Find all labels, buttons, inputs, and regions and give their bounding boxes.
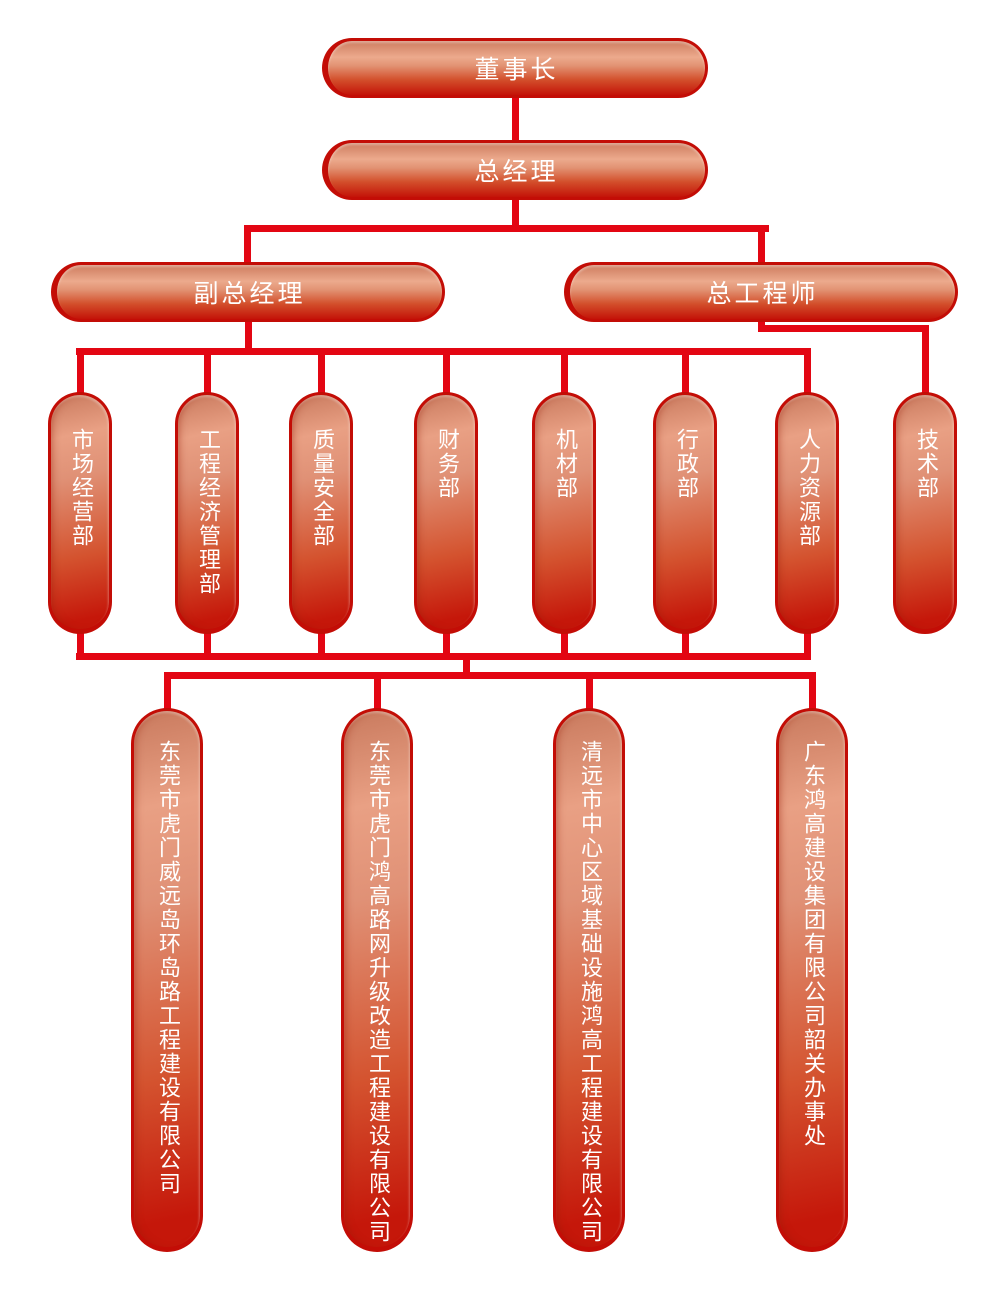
company-label: 清远市中心区域基础设施鸿高工程建设有限公司 <box>577 740 602 1244</box>
chief-elbow-horizontal <box>758 325 929 332</box>
stub-dept-5-bottom <box>561 632 568 660</box>
stub-dept-3-top <box>318 348 325 394</box>
stub-company-3 <box>586 672 593 712</box>
stub-company-2 <box>374 672 381 712</box>
node-deputy-general-manager-label: 副总经理 <box>193 279 306 308</box>
department-node-finance: 财务部 <box>414 392 478 634</box>
node-chairman-label: 董事长 <box>474 55 559 84</box>
node-general-manager-label: 总经理 <box>474 157 559 186</box>
node-chief-engineer-label: 总工程师 <box>706 279 819 308</box>
stub-company-1 <box>164 672 171 712</box>
company-node-shaoguan-office: 广东鸿高建设集团有限公司韶关办事处 <box>776 708 848 1252</box>
department-label: 工程经济管理部 <box>195 428 220 596</box>
stub-dept-4-top <box>443 348 450 394</box>
line-deputy-down <box>245 320 252 352</box>
bus-companies-top <box>164 672 816 679</box>
department-node-engineering-economics: 工程经济管理部 <box>175 392 239 634</box>
stub-company-4 <box>809 672 816 712</box>
stub-deputy-top <box>244 225 251 265</box>
node-deputy-general-manager: 副总经理 <box>51 262 445 322</box>
department-label: 机材部 <box>552 428 577 500</box>
department-node-marketing: 市场经营部 <box>48 392 112 634</box>
stub-dept-3-bottom <box>318 632 325 660</box>
stub-chief-top <box>758 225 765 265</box>
stub-dept-2-top <box>204 348 211 394</box>
bus-level3 <box>244 225 769 232</box>
department-node-administration: 行政部 <box>653 392 717 634</box>
company-node-qingyuan-infrastructure: 清远市中心区域基础设施鸿高工程建设有限公司 <box>553 708 625 1252</box>
node-chief-engineer: 总工程师 <box>564 262 958 322</box>
bus-departments-bottom <box>76 653 811 660</box>
line-chairman-to-gm <box>512 96 519 142</box>
company-label: 东莞市虎门威远岛环岛路工程建设有限公司 <box>155 740 180 1196</box>
line-gm-down <box>512 198 519 228</box>
department-label: 人力资源部 <box>795 428 820 548</box>
company-label: 广东鸿高建设集团有限公司韶关办事处 <box>800 740 825 1148</box>
department-label: 质量安全部 <box>309 428 334 548</box>
stub-dept-2-bottom <box>204 632 211 660</box>
department-node-human-resources: 人力资源部 <box>775 392 839 634</box>
department-label: 市场经营部 <box>68 428 93 548</box>
stub-dept-8-top <box>922 325 929 394</box>
company-node-humen-weiyuan-island: 东莞市虎门威远岛环岛路工程建设有限公司 <box>131 708 203 1252</box>
company-node-humen-road-network: 东莞市虎门鸿高路网升级改造工程建设有限公司 <box>341 708 413 1252</box>
department-node-technology: 技术部 <box>893 392 957 634</box>
department-label: 财务部 <box>434 428 459 500</box>
stub-dept-4-bottom <box>443 632 450 660</box>
stub-dept-6-bottom <box>682 632 689 660</box>
stub-dept-6-top <box>682 348 689 394</box>
stub-dept-1-top <box>77 348 84 394</box>
node-chairman: 董事长 <box>322 38 708 98</box>
department-label: 技术部 <box>913 428 938 500</box>
stub-dept-1-bottom <box>77 632 84 660</box>
stub-dept-7-top <box>804 348 811 394</box>
stub-dept-7-bottom <box>804 632 811 660</box>
node-general-manager: 总经理 <box>322 140 708 200</box>
connector-bus-to-bus <box>463 653 470 679</box>
company-label: 东莞市虎门鸿高路网升级改造工程建设有限公司 <box>365 740 390 1244</box>
department-node-quality-safety: 质量安全部 <box>289 392 353 634</box>
stub-dept-5-top <box>561 348 568 394</box>
department-node-machinery-materials: 机材部 <box>532 392 596 634</box>
department-label: 行政部 <box>673 428 698 500</box>
